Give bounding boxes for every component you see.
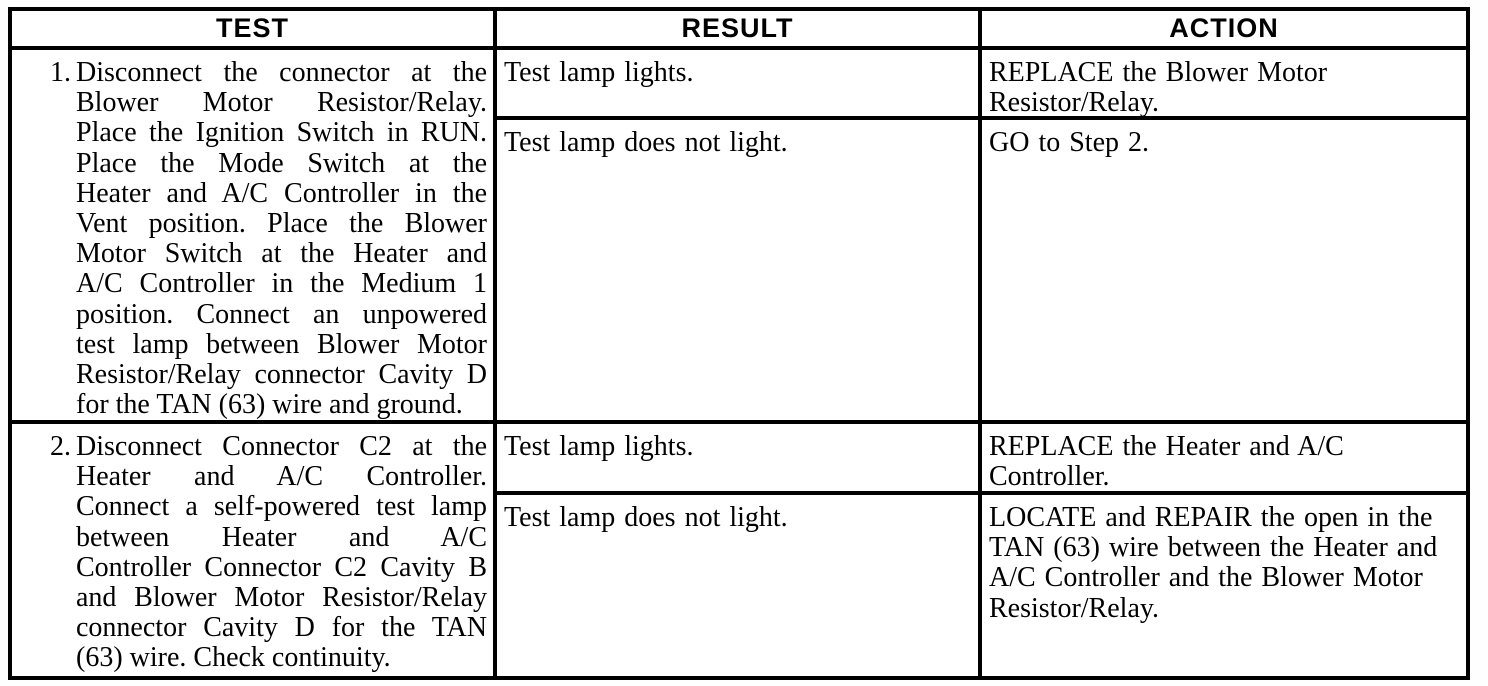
step-1-result-2-cell: Test lamp does not light. — [497, 120, 982, 420]
test-column-header: TEST — [12, 11, 497, 46]
step-2-outcome-1: Test lamp lights. REPLACE the Heater and… — [497, 424, 1466, 495]
table-header-row: TEST RESULT ACTION — [12, 11, 1466, 50]
step-1-outcome-1: Test lamp lights. REPLACE the Blower Mot… — [497, 50, 1466, 120]
step-2-outcomes: Test lamp lights. REPLACE the Heater and… — [497, 424, 1466, 676]
step-1-action-2-text: GO to Step 2. — [989, 127, 1149, 158]
step-2-result-1-cell: Test lamp lights. — [497, 424, 982, 491]
step-2-outcome-2: Test lamp does not light. LOCATE and REP… — [497, 495, 1466, 676]
action-column-header: ACTION — [1169, 13, 1279, 43]
step-2-result-2-cell: Test lamp does not light. — [497, 495, 982, 676]
step-1-result-1-cell: Test lamp lights. — [497, 50, 982, 116]
result-column-header: RESULT — [497, 11, 982, 46]
step-1-outcome-2: Test lamp does not light. GO to Step 2. — [497, 120, 1466, 420]
step-1-number: 1. — [50, 57, 71, 88]
diagnostic-table: TEST RESULT ACTION 1. Disconnect the con… — [8, 7, 1470, 680]
step-2-number: 2. — [50, 431, 71, 462]
step-1-action-2-cell: GO to Step 2. — [982, 120, 1466, 420]
step-1-outcomes: Test lamp lights. REPLACE the Blower Mot… — [497, 50, 1466, 420]
